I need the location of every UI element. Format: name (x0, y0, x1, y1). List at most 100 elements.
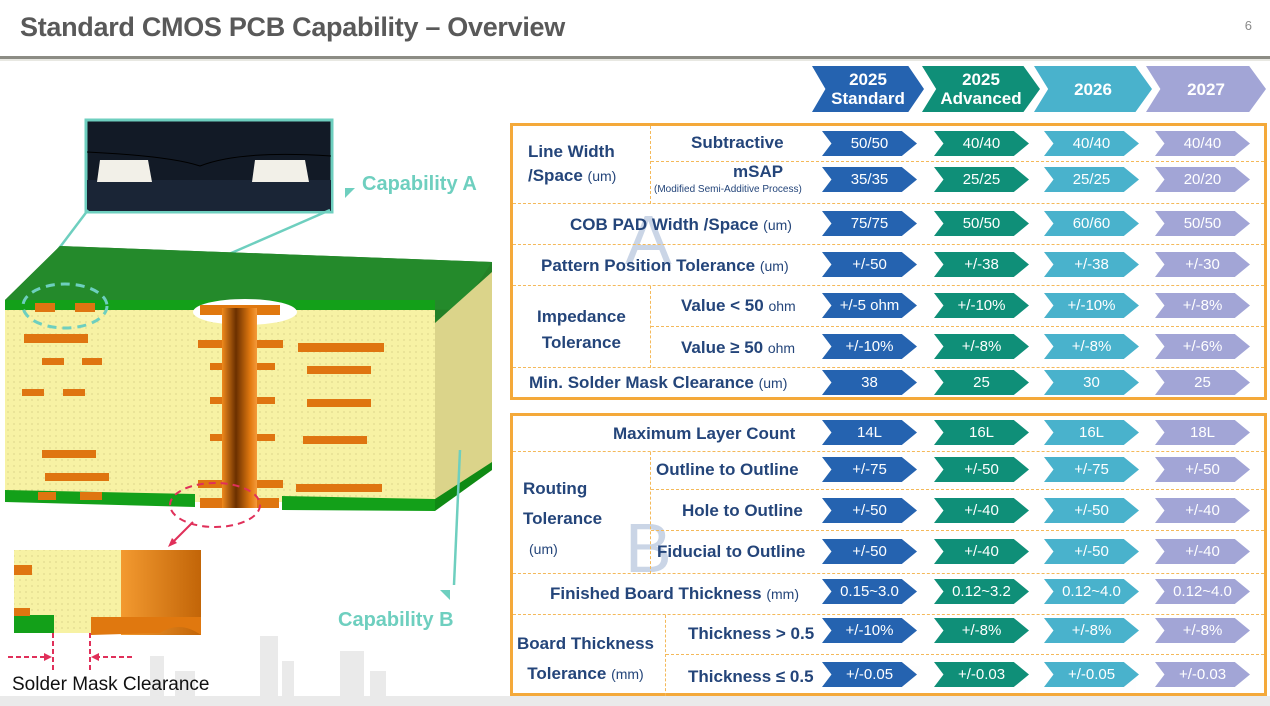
tolerance-text: Tolerance (523, 509, 603, 528)
value-pill: +/-0.05 (1044, 662, 1139, 687)
row-thickness-tolerance: Board Thickness Tolerance (mm) Thickness… (513, 615, 1264, 696)
row-finished-thickness: Finished Board Thickness (mm) (513, 574, 1264, 615)
space-label: /Space (528, 166, 583, 185)
value-pill: 18L (1155, 420, 1250, 445)
column-header-line2: Standard (831, 89, 905, 108)
value-pill: 25/25 (934, 167, 1029, 192)
ge50-text: Value ≥ 50 (681, 338, 764, 357)
value-pill: +/-8% (1155, 618, 1250, 643)
impedance-ge50-label: Value ≥ 50 ohm (681, 338, 795, 358)
unit-label: (mm) (766, 586, 799, 602)
value-pill: +/-10% (1044, 293, 1139, 318)
value-pill: 50/50 (822, 131, 917, 156)
subrow-hole: Hole to Outline (651, 490, 1264, 531)
line-width-sublabels: Subtractive mSAP (Modified Semi-Additive… (650, 126, 1264, 204)
value-pill: 50/50 (934, 211, 1029, 236)
solder-mask-label: Min. Solder Mask Clearance (um) (529, 373, 787, 393)
cob-pad-text: COB PAD Width /Space (570, 215, 759, 234)
value-pill: 40/40 (1155, 131, 1250, 156)
subrow-subtractive: Subtractive (651, 126, 1264, 162)
value-pill: +/-50 (934, 457, 1029, 482)
value-pill: +/-8% (1044, 334, 1139, 359)
value-pill: +/-30 (1155, 252, 1250, 277)
value-pill: +/-8% (934, 334, 1029, 359)
value-pill: +/-50 (822, 498, 917, 523)
row-solder-mask: Min. Solder Mask Clearance (um) (513, 368, 1264, 400)
title-divider (0, 56, 1270, 59)
capability-a-label: Capability A (362, 173, 477, 195)
value-pill: +/-40 (1155, 498, 1250, 523)
column-header-2026: 2026 (1034, 66, 1152, 112)
value-pill: 60/60 (1044, 211, 1139, 236)
unit-label: (um) (758, 375, 788, 391)
value-pill: +/-8% (1155, 293, 1250, 318)
value-pill: +/-50 (822, 539, 917, 564)
value-pill: +/-40 (934, 498, 1029, 523)
value-pill: +/-38 (1044, 252, 1139, 277)
value-pill: +/-0.03 (1155, 662, 1250, 687)
row-impedance: Impedance Tolerance Value < 50 ohm Value… (513, 286, 1264, 368)
unit-label: (um) (529, 541, 558, 557)
value-pill: +/-40 (1155, 539, 1250, 564)
column-header-2027: 2027 (1146, 66, 1266, 112)
value-pill: 25/25 (1044, 167, 1139, 192)
page-title: Standard CMOS PCB Capability – Overview (20, 12, 565, 42)
line-width-label: Line Width (528, 142, 615, 161)
value-pill: +/-5 ohm (822, 293, 917, 318)
finished-thickness-text: Finished Board Thickness (550, 584, 762, 603)
value-pill: +/-8% (934, 618, 1029, 643)
unit-label: (um) (763, 217, 792, 233)
value-pill: 0.12~3.2 (934, 579, 1029, 604)
unit-label: (mm) (611, 666, 644, 682)
value-pill: +/-10% (822, 334, 917, 359)
thickness-tolerance-label: Board Thickness Tolerance (mm) (517, 629, 654, 689)
unit-label: (um) (759, 258, 789, 274)
value-pill: +/-50 (1044, 539, 1139, 564)
column-header-line1: 2027 (1187, 79, 1225, 99)
title-divider-shadow (0, 59, 1270, 61)
column-header-line1: 2026 (1074, 79, 1112, 99)
routing-text: Routing (523, 479, 588, 498)
microscope-image (84, 118, 334, 214)
lt50-text: Value < 50 (681, 296, 764, 315)
subtractive-label: Subtractive (691, 133, 784, 152)
section-letter-a: A (625, 201, 672, 279)
msap-note: (Modified Semi-Additive Process) (654, 184, 802, 195)
value-pill: +/-6% (1155, 334, 1250, 359)
value-pill: +/-10% (934, 293, 1029, 318)
value-pill: 20/20 (1155, 167, 1250, 192)
value-pill: 40/40 (1044, 131, 1139, 156)
subrow-gt: Thickness > 0.5 (666, 615, 1264, 655)
cob-pad-label: COB PAD Width /Space (um) (570, 215, 792, 235)
value-pill: 25 (934, 370, 1029, 395)
row-line-width-space: Line Width /Space (um) Subtractive mSAP … (513, 126, 1264, 204)
value-pill: +/-0.05 (822, 662, 917, 687)
unit-label: ohm (768, 298, 796, 314)
fiducial-to-outline-label: Fiducial to Outline (657, 542, 806, 561)
value-pill: +/-40 (934, 539, 1029, 564)
value-pill: 0.12~4.0 (1044, 579, 1139, 604)
value-pill: 35/35 (822, 167, 917, 192)
value-pill: 0.12~4.0 (1155, 579, 1250, 604)
solder-mask-clearance-label: Solder Mask Clearance (12, 674, 210, 695)
impedance-label: Impedance Tolerance (537, 304, 626, 356)
pattern-position-text: Pattern Position Tolerance (541, 256, 756, 275)
board-thickness-text: Board Thickness (517, 634, 654, 653)
row-pattern-position: Pattern Position Tolerance (um) (513, 245, 1264, 286)
layer-count-label: Maximum Layer Count (613, 424, 796, 443)
impedance-text: Impedance (537, 307, 626, 326)
finished-thickness-label: Finished Board Thickness (mm) (550, 584, 799, 604)
unit-label: ohm (767, 340, 796, 356)
row-cob-pad: COB PAD Width /Space (um) (513, 204, 1264, 245)
pattern-position-label: Pattern Position Tolerance (um) (541, 256, 789, 276)
msap-label: mSAP (733, 162, 784, 181)
column-header-line1: 2025 (962, 70, 1000, 89)
section-letter-b: B (625, 509, 672, 587)
tolerance-text: Tolerance (527, 664, 607, 683)
thickness-le-label: Thickness ≤ 0.5 (688, 667, 814, 686)
value-pill: +/-75 (822, 457, 917, 482)
subrow-lt50: Value < 50 ohm (651, 286, 1264, 327)
hole-to-outline-label: Hole to Outline (682, 501, 803, 520)
